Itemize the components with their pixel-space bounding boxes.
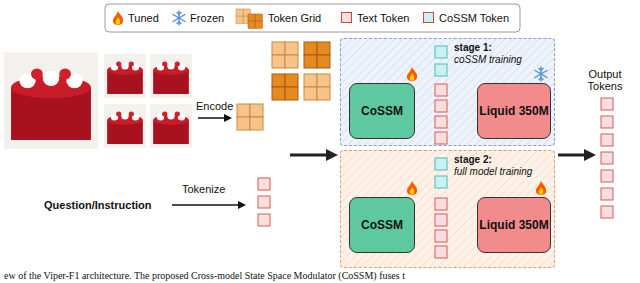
legend-label: Frozen [190,12,224,24]
stage-region: stage 2:full model trainingCoSSM Liquid 3… [340,150,555,268]
legend-label: Tuned [128,12,159,24]
model-box: CoSSM [349,197,415,253]
model-name: CoSSM [361,218,403,232]
model-box: Liquid 350M [477,197,551,253]
caption: ew of the Viper-F1 architecture. The pro… [4,270,405,282]
stage-subtitle: full model training [454,166,532,178]
stage-heading: stage 1: [454,42,492,54]
step-label: Encode [196,100,233,112]
model-name: Liquid 350M [479,218,548,232]
legend-swatch [423,12,434,23]
stage-heading: stage 2: [454,154,492,166]
legend-label: Text Token [357,12,409,24]
step-label: Tokenize [182,183,225,195]
output-label: Output Tokens [576,68,634,92]
stage-region: stage 1:coSSM trainingCoSSM Liquid 350M [340,38,555,146]
legend-label: Token Grid [268,12,321,24]
model-name: CoSSM [361,104,403,118]
legend-label: CoSSM Token [439,12,509,24]
stage-subtitle: coSSM training [454,54,522,66]
model-box: CoSSM [349,83,415,139]
model-box: Liquid 350M [477,83,551,139]
legend-swatch [341,12,352,23]
input-label: Question/Instruction [44,199,152,211]
model-name: Liquid 350M [479,104,548,118]
